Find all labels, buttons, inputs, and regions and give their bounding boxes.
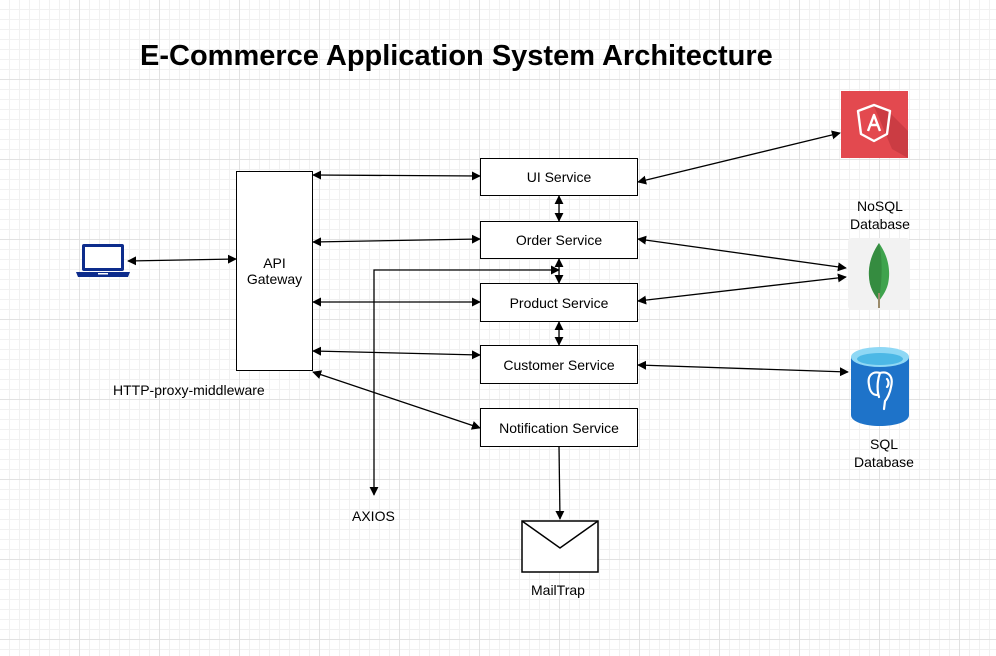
connector-laptop-gateway [127, 254, 237, 266]
connector-notification-mailtrap [555, 446, 565, 520]
diagram-title: E-Commerce Application System Architectu… [140, 40, 773, 72]
order-service-box[interactable]: Order Service [480, 221, 638, 259]
api-gateway-label-line1: API [263, 255, 286, 271]
customer-service-box[interactable]: Customer Service [480, 345, 638, 384]
postgresql-database-icon [851, 347, 909, 426]
mongodb-logo [848, 238, 910, 310]
product-service-box[interactable]: Product Service [480, 283, 638, 322]
order-service-label: Order Service [515, 232, 603, 248]
ui-service-box[interactable]: UI Service [480, 158, 638, 196]
ui-service-label: UI Service [526, 169, 592, 185]
axios-label: AXIOS [352, 508, 395, 524]
connector-gateway-ui [312, 170, 481, 181]
customer-service-label: Customer Service [503, 356, 615, 373]
envelope-icon [521, 520, 599, 573]
connector-gateway-customer [312, 346, 481, 360]
connector-axios [369, 265, 560, 496]
nosql-database-label: NoSQL Database [840, 197, 920, 233]
api-gateway-box[interactable]: API Gateway [236, 171, 313, 371]
connector-ui-angular [637, 130, 841, 185]
sql-label-line2: Database [854, 454, 914, 470]
notification-service-label: Notification Service [499, 419, 619, 436]
nosql-label-line1: NoSQL [857, 198, 903, 214]
nosql-label-line2: Database [850, 216, 910, 232]
sql-database-label: SQL Database [844, 435, 924, 471]
http-proxy-middleware-label: HTTP-proxy-middleware [113, 382, 265, 398]
product-service-label: Product Service [509, 294, 609, 311]
connector-customer-sql [637, 360, 849, 377]
connector-gateway-notification [312, 370, 481, 430]
sql-label-line1: SQL [869, 436, 898, 452]
mailtrap-label: MailTrap [531, 582, 585, 598]
laptop-icon [76, 244, 130, 277]
api-gateway-label-line2: Gateway [246, 271, 303, 287]
notification-service-box[interactable]: Notification Service [480, 408, 638, 447]
connector-gateway-order [312, 234, 481, 247]
connector-product-nosql [637, 273, 847, 305]
connector-order-nosql [637, 235, 847, 272]
angular-logo [841, 91, 908, 158]
